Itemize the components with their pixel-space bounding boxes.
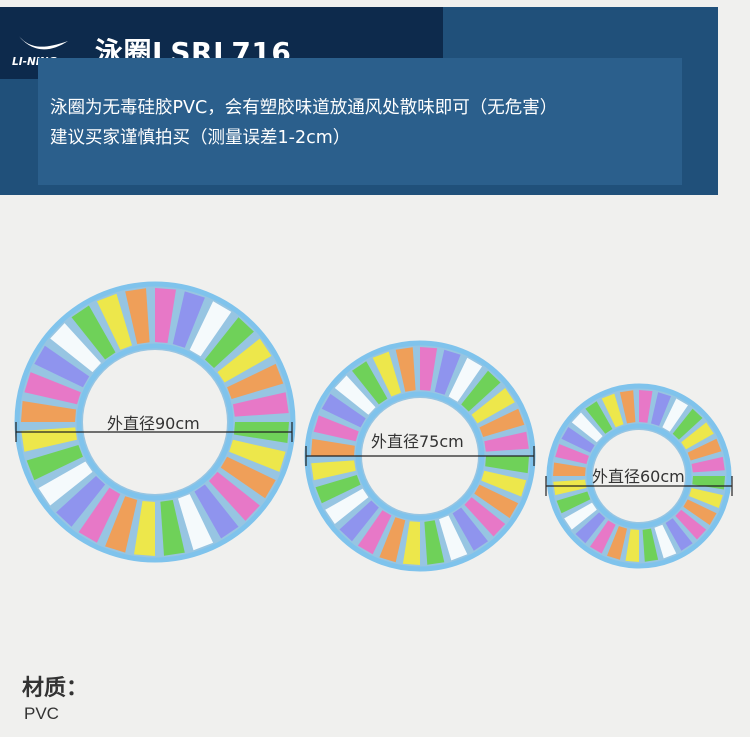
ring-label-75: 外直径75cm — [371, 432, 464, 451]
swim-ring-90 — [14, 281, 296, 563]
ring-label-90: 外直径90cm — [107, 414, 200, 433]
material-value: PVC — [24, 704, 59, 723]
notice-box: 泳圈为无毒硅胶PVC，会有塑胶味道放通风处散味即可（无危害） 建议买家谨慎拍买（… — [38, 58, 682, 185]
notice-line-1: 泳圈为无毒硅胶PVC，会有塑胶味道放通风处散味即可（无危害） — [50, 98, 558, 118]
product-image: 外直径90cm 外直径75cm 外直径60cm — [0, 280, 750, 590]
swim-rings-illustration — [14, 281, 733, 572]
ring-label-60: 外直径60cm — [592, 467, 685, 486]
notice-line-2: 建议买家谨慎拍买（测量误差1-2cm） — [50, 128, 351, 148]
swim-ring-75 — [304, 340, 536, 572]
swim-ring-60 — [545, 383, 733, 569]
material-heading: 材质： — [22, 676, 89, 701]
